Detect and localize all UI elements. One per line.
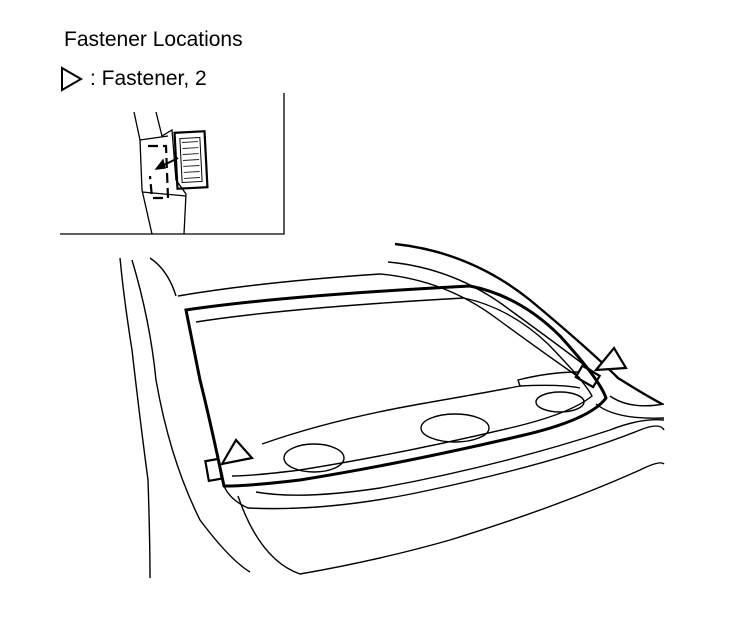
legend-text: : Fastener, 2 bbox=[90, 67, 207, 90]
speaker-left bbox=[283, 443, 345, 473]
fastener-marker-left bbox=[204, 438, 255, 483]
outline-triangle-pointer-icon bbox=[61, 66, 83, 92]
package-tray bbox=[261, 384, 581, 445]
speaker-right bbox=[420, 413, 490, 443]
fastener-marker-right bbox=[574, 346, 628, 389]
clip-opening bbox=[148, 144, 170, 200]
speaker-rear bbox=[535, 391, 585, 413]
car-body-outline bbox=[119, 242, 665, 579]
inset-frame bbox=[60, 93, 285, 235]
inset-detail bbox=[60, 93, 285, 235]
rear-window-glass bbox=[184, 284, 608, 488]
legend: : Fastener, 2 bbox=[60, 66, 207, 92]
diagram-title: Fastener Locations bbox=[64, 28, 243, 51]
fastener-clip-drawing bbox=[173, 130, 209, 190]
